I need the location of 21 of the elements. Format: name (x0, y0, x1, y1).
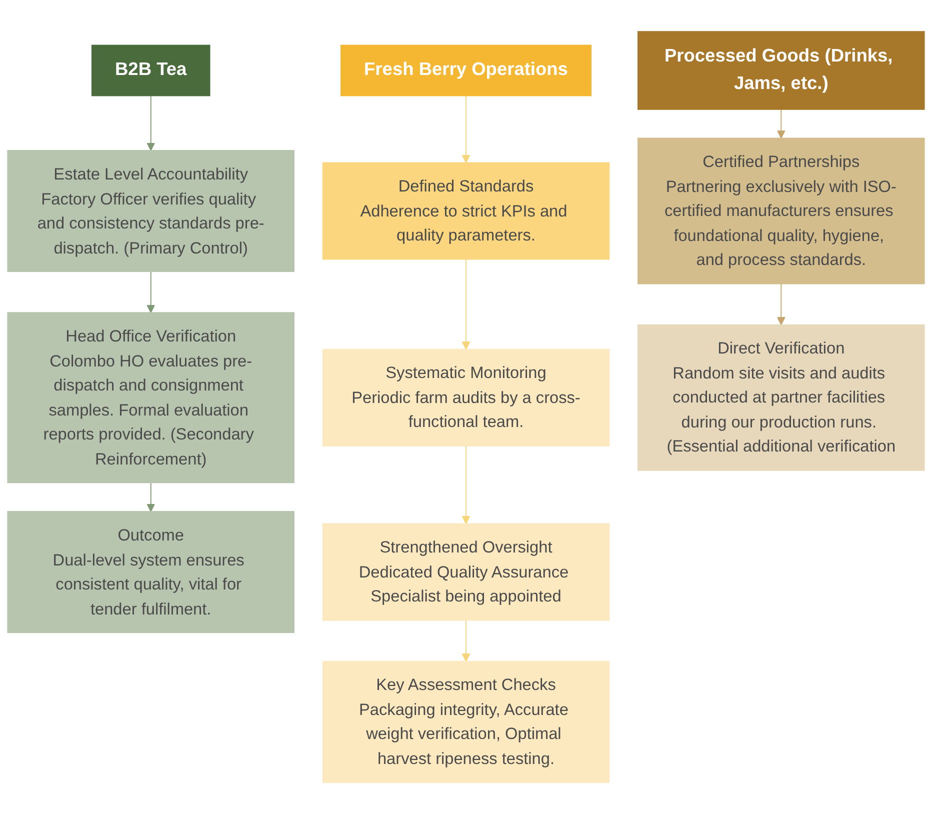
node-box: Head Office Verification Colombo HO evaluates pre-dispatch and consignment samples. Formal evaluation reports provided. (Secondary Reinforcement) (7, 312, 294, 484)
arrow (462, 620, 470, 662)
arrow (776, 283, 786, 326)
node-box: Fresh Berry Operations (340, 44, 592, 96)
arrow (462, 258, 470, 350)
arrow (462, 445, 470, 524)
node-box: Defined Standards Adherence to strict KPIs and quality parameters. (322, 162, 610, 260)
node-box: Certified Partnerships Partnering exclusively with ISO-certified manufacturers ensures foundational quality, hygiene, and process standards. (638, 138, 925, 284)
arrow (146, 271, 156, 313)
node-box: Processed Goods (Drinks, Jams, etc.) (638, 31, 925, 110)
node-box: B2B Tea (91, 44, 210, 96)
node-box: Estate Level Accountability Factory Officer verifies quality and consistency standards pre-dispatch. (Primary Control) (7, 150, 294, 272)
arrow (146, 95, 156, 151)
node-box: Strengthened Oversight Dedicated Quality Assurance Specialist being appointed (322, 523, 610, 621)
arrow (462, 95, 470, 164)
node-box: Systematic Monitoring Periodic farm audits by a cross-functional team. (322, 348, 610, 446)
node-box: Direct Verification Random site visits and audits conducted at partner facilities during our production runs. (Essential additional verification (638, 324, 925, 471)
node-box: Outcome Dual-level system ensures consistent quality, vital for tender fulfilment. (7, 511, 294, 634)
node-box: Key Assessment Checks Packaging integrity, Accurate weight verification, Optimal harvest ripeness testing. (322, 660, 610, 783)
arrow (776, 108, 786, 139)
arrow (146, 482, 156, 512)
